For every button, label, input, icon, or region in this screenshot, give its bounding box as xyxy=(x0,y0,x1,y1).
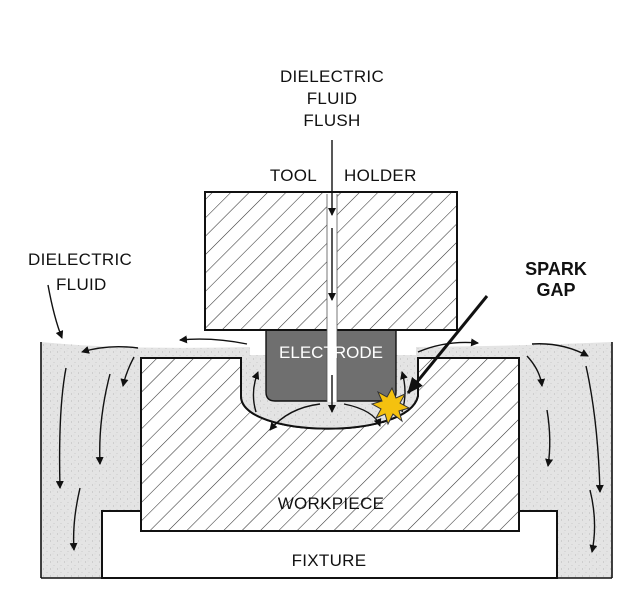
holder-label: HOLDER xyxy=(344,166,417,185)
tank-right-flow-2 xyxy=(526,355,546,387)
cavity-flow-left-up xyxy=(251,371,260,413)
surface-flow-left xyxy=(179,335,248,345)
cavity-outline xyxy=(240,358,419,430)
spark-gap-label-line2: GAP xyxy=(536,280,575,300)
tool-label: TOOL xyxy=(270,166,317,185)
spark-gap-pointer xyxy=(406,295,489,394)
spark-burst-icon xyxy=(370,386,411,426)
cavity-flow-left-down xyxy=(269,403,321,431)
tank-right-flow-4 xyxy=(545,409,554,467)
tank-right-flow-3 xyxy=(585,365,604,493)
tank-left-flow-5 xyxy=(69,487,81,551)
flush-label-line3: FLUSH xyxy=(303,111,360,130)
dielectric-fluid-pointer xyxy=(47,284,64,339)
tank-right-flow-1 xyxy=(531,343,589,357)
tank-right-flow-5 xyxy=(589,489,598,553)
spark-gap-label-line1: SPARK xyxy=(525,259,587,279)
tank-left-flow-3 xyxy=(55,367,67,489)
tank-left-flow-4 xyxy=(95,373,111,465)
dielectric-fluid-label-line1: DIELECTRIC xyxy=(28,250,132,269)
tank-left-flow-1 xyxy=(81,345,139,354)
dielectric-fluid-label-line2: FLUID xyxy=(56,275,107,294)
flush-label-line2: FLUID xyxy=(307,89,358,108)
tank-left-flow-2 xyxy=(120,356,135,387)
electrode-label: ELECTRODE xyxy=(279,343,383,362)
workpiece-label: WORKPIECE xyxy=(278,494,385,513)
cavity-flow-right-down xyxy=(343,403,382,427)
flush-label-line1: DIELECTRIC xyxy=(280,67,384,86)
fixture-label: FIXTURE xyxy=(292,551,367,570)
